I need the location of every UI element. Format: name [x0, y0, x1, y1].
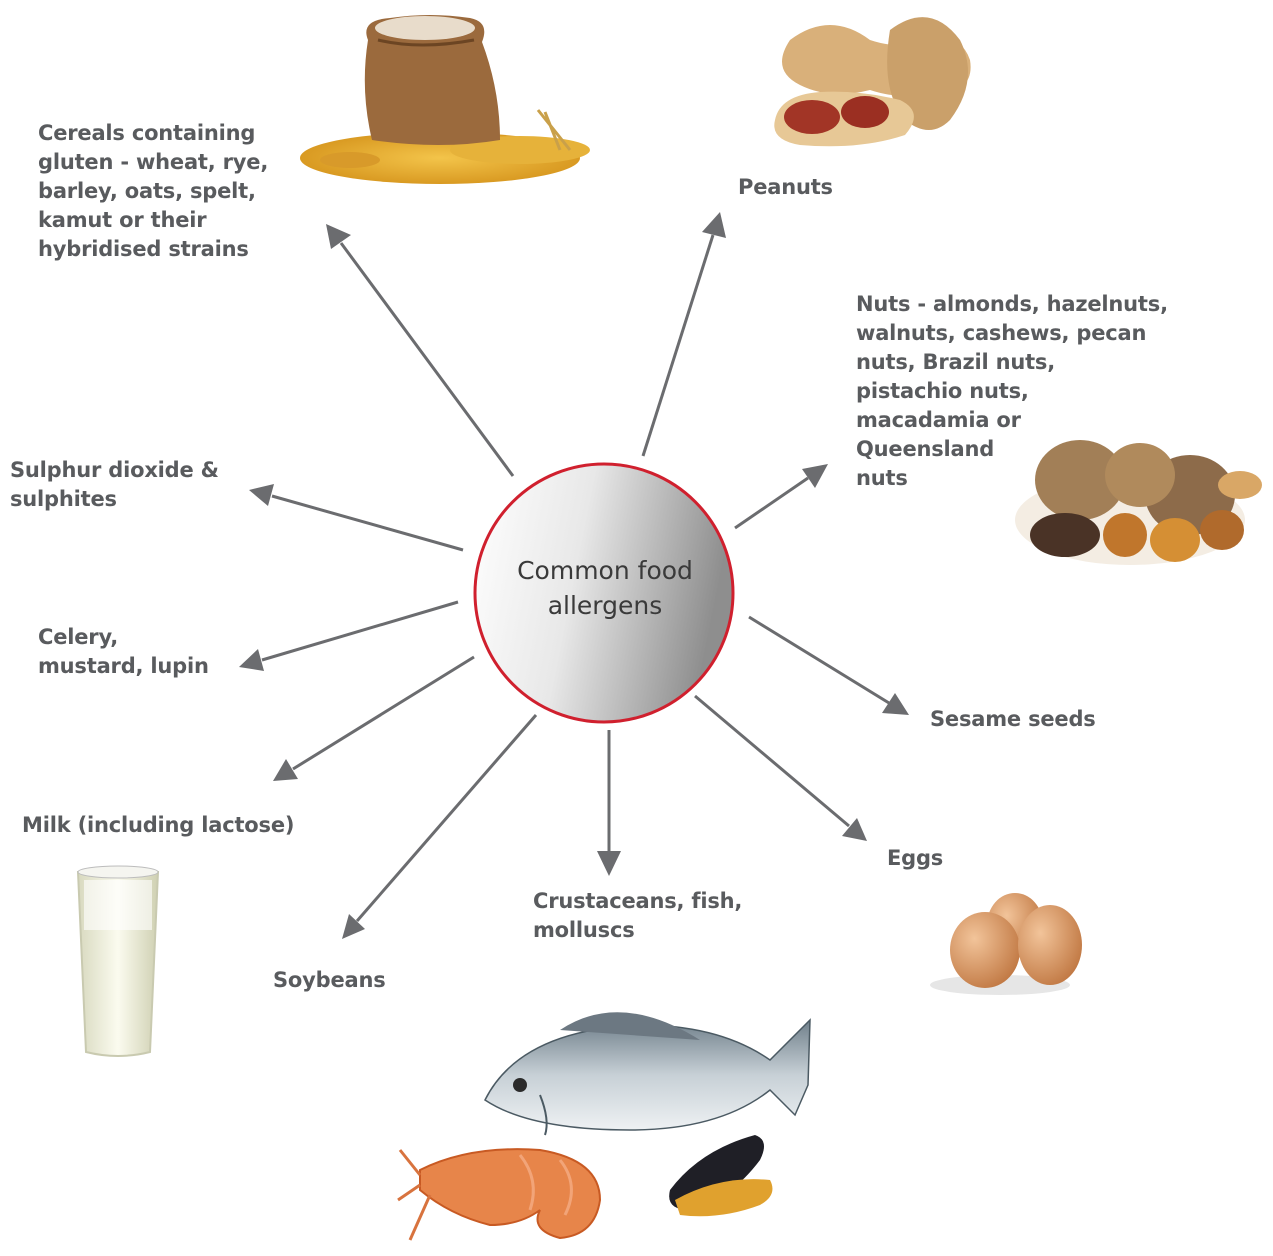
grain-sack-image: [300, 15, 590, 184]
arrow-cereals: [326, 224, 515, 477]
arrow-nuts: [734, 464, 828, 530]
fish-image: [484, 1012, 811, 1136]
arrow-peanuts: [641, 212, 726, 457]
arrow-soybeans: [342, 714, 538, 939]
label-soybeans: Soybeans: [273, 968, 386, 992]
label-cereals: Cereals containing gluten - wheat, rye, …: [38, 121, 269, 261]
label-milk: Milk (including lactose): [22, 813, 295, 837]
center-label-line-2: allergens: [547, 591, 663, 620]
center-circle: [473, 462, 735, 724]
arrow-sesame: [748, 615, 909, 715]
label-sesame: Sesame seeds: [930, 707, 1096, 731]
label-celery: Celery, mustard, lupin: [38, 625, 209, 678]
peanuts-image: [774, 17, 971, 147]
label-sulphur: Sulphur dioxide & sulphites: [10, 458, 219, 511]
label-peanuts: Peanuts: [738, 175, 833, 199]
arrows: [239, 212, 909, 939]
arrow-eggs: [694, 694, 867, 841]
label-eggs: Eggs: [887, 846, 944, 870]
arrow-milk: [273, 655, 475, 781]
label-nuts: Nuts - almonds, hazelnuts, walnuts, cash…: [856, 292, 1168, 490]
mixed-nuts-image: [1015, 440, 1262, 565]
arrow-crustaceans: [597, 730, 621, 876]
center-label-line-1: Common food: [517, 556, 693, 585]
label-crustaceans: Crustaceans, fish, molluscs: [533, 889, 743, 942]
milk-glass-image: [76, 865, 160, 1057]
arrow-sulphur: [249, 484, 464, 552]
eggs-image: [930, 893, 1082, 995]
arrow-celery: [239, 600, 459, 671]
center-label: Common food allergens: [478, 553, 732, 623]
mussel-image: [669, 1135, 773, 1217]
shrimp-image: [397, 1148, 602, 1241]
